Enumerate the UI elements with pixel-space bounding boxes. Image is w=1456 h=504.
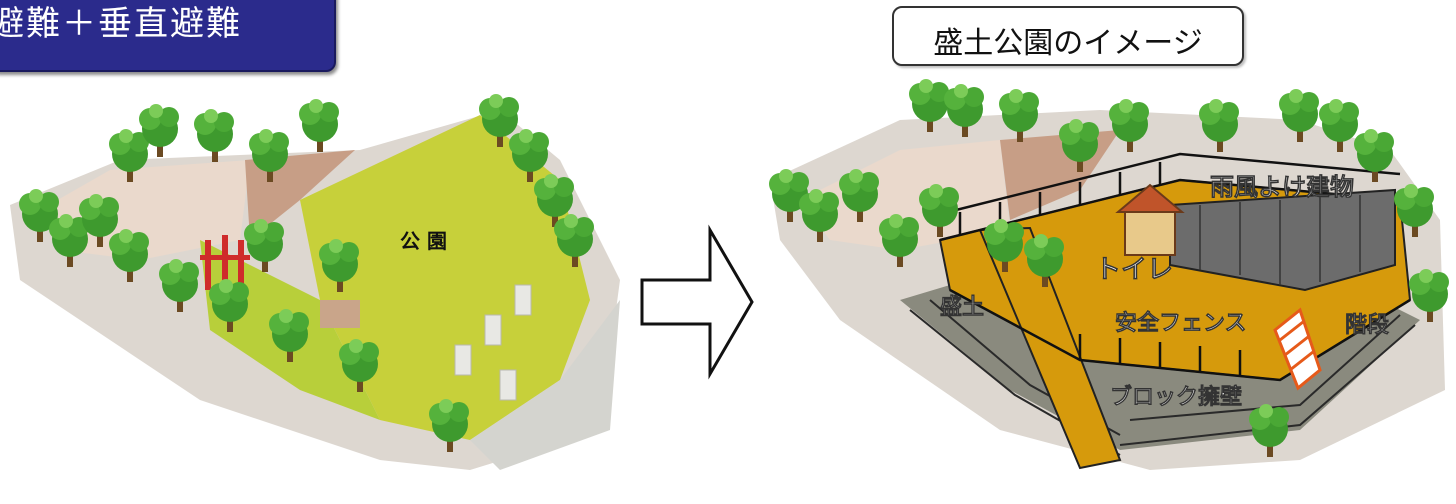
- toilet-building: [1124, 209, 1176, 256]
- label-toilet: トイレ: [1095, 255, 1173, 285]
- arrow-right-icon: [640, 224, 754, 380]
- park-illustration-left: 公 園: [10, 94, 620, 470]
- stairs-steps: [1279, 320, 1314, 372]
- image-title-box: 盛土公園のイメージ: [892, 6, 1244, 66]
- toilet-roof: [1115, 183, 1185, 213]
- benches: [454, 284, 532, 401]
- park-label: 公 園: [400, 229, 447, 253]
- label-fence: 安全フェンス: [1115, 310, 1247, 336]
- label-shelter: 雨風よけ建物: [1210, 173, 1354, 201]
- sidewalk: [470, 300, 620, 470]
- sandbox: [320, 300, 360, 328]
- label-stairs: 階段: [1345, 312, 1389, 338]
- safety-fence: [939, 152, 1411, 382]
- plaza-area-right: [800, 140, 1010, 250]
- label-embankment: 盛土: [940, 294, 984, 320]
- header-title: 避難＋垂直避難: [0, 4, 242, 44]
- image-title: 盛土公園のイメージ: [933, 26, 1203, 61]
- mound-park-illustration-right: 雨風よけ建物 トイレ 盛土 安全フェンス 階段 ブロック擁壁: [769, 79, 1449, 470]
- label-retaining-wall: ブロック擁壁: [1110, 384, 1242, 410]
- shelter-structure: [1199, 195, 1361, 285]
- playground-equipment: [200, 235, 250, 290]
- header-banner: 避難＋垂直避難: [0, 0, 336, 72]
